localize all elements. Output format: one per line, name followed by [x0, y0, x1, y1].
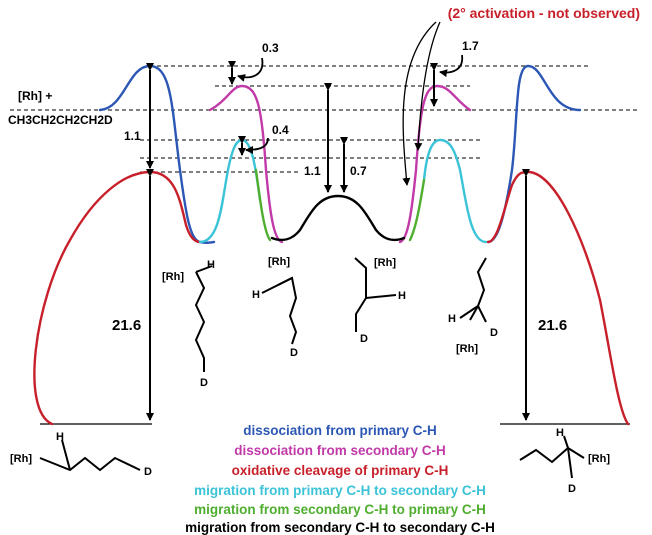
- legend-item: migration from secondary C-H to primary …: [194, 502, 486, 517]
- curve-cyan-left: [198, 138, 262, 244]
- leader-arrows: [237, 21, 464, 186]
- atom-d: D: [360, 333, 368, 345]
- structure-secondary-complex-far-right: [459, 257, 487, 323]
- legend-item: oxidative cleavage of primary C-H: [232, 463, 449, 478]
- atom-rh: [Rh]: [374, 257, 396, 269]
- atom-d: D: [144, 466, 152, 478]
- structure-secondary-complex-right: [354, 257, 397, 332]
- legend-item: migration from primary C-H to secondary …: [194, 483, 486, 498]
- atom-rh: [Rh]: [268, 256, 290, 268]
- curve-black-middle: [270, 194, 406, 242]
- atom-h: H: [556, 427, 564, 439]
- note-secondary-activation: (2° activation - not observed): [448, 5, 640, 21]
- atom-h: H: [252, 289, 260, 301]
- structure-oxidative-right: [519, 435, 585, 479]
- atom-rh: [Rh]: [10, 453, 32, 465]
- measure-arrows: [146, 61, 530, 421]
- curve-magenta-left: [208, 84, 284, 244]
- curve-green-left: [254, 168, 272, 242]
- atom-h: H: [56, 431, 64, 443]
- value-1-1-mid: 1.1: [304, 164, 321, 178]
- atom-h: H: [448, 313, 456, 325]
- legend: dissociation from primary C-H dissociati…: [185, 423, 495, 535]
- atom-rh: [Rh]: [588, 453, 610, 465]
- atom-d: D: [568, 483, 576, 495]
- curve-blue-left: [98, 64, 216, 245]
- reactant-line2: CH3CH2CH2CH2D: [8, 113, 113, 127]
- structure-oxidative-left: [39, 439, 141, 472]
- structure-primary-complex: [194, 265, 213, 372]
- curve-red-right: [486, 170, 630, 426]
- atom-rh: [Rh]: [162, 271, 184, 283]
- legend-item: migration from secondary C-H to secondar…: [185, 520, 495, 535]
- curve-cyan-right: [422, 138, 488, 244]
- atom-rh: [Rh]: [456, 343, 478, 355]
- leader-0-4: [245, 137, 269, 154]
- reactant-line1: [Rh] +: [18, 89, 52, 103]
- structure-secondary-complex-left: [261, 276, 298, 345]
- atom-d: D: [200, 377, 208, 389]
- curve-magenta-right: [398, 84, 472, 244]
- curve-green-right: [408, 178, 426, 242]
- value-0-3: 0.3: [262, 41, 279, 55]
- atom-h: H: [207, 259, 215, 271]
- reference-lines: [10, 65, 640, 173]
- atom-h: H: [398, 290, 406, 302]
- leader-note-2: [414, 21, 441, 151]
- atom-d: D: [290, 347, 298, 359]
- legend-item: dissociation from secondary C-H: [234, 443, 446, 458]
- leader-note: [402, 21, 437, 186]
- leader-0-3: [237, 57, 264, 82]
- value-0-4: 0.4: [272, 123, 289, 137]
- legend-item: dissociation from primary C-H: [243, 423, 437, 438]
- curves: [33, 64, 630, 426]
- atom-d: D: [490, 327, 498, 339]
- leader-1-7: [439, 54, 464, 78]
- value-0-7: 0.7: [350, 164, 367, 178]
- value-21-6-left: 21.6: [112, 317, 141, 334]
- curve-red-left: [33, 170, 202, 426]
- value-1-1-left: 1.1: [124, 129, 141, 143]
- value-21-6-right: 21.6: [538, 317, 567, 334]
- value-1-7: 1.7: [462, 39, 479, 53]
